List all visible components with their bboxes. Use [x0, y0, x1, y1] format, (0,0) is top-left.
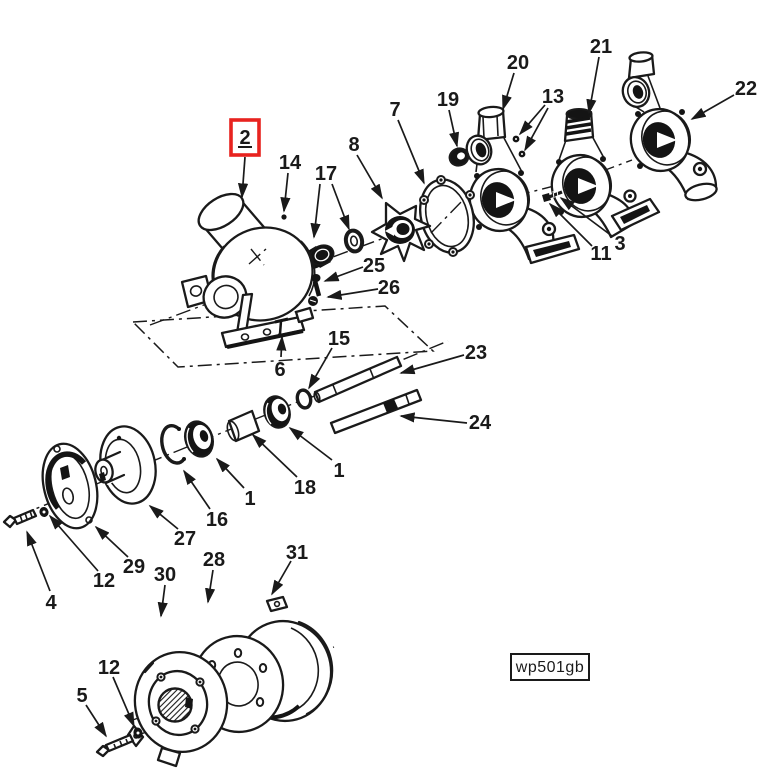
leader-arrow-8 — [356, 154, 383, 200]
leader-arrow-29 — [94, 525, 129, 558]
part-14-bolt — [281, 214, 287, 220]
leader-arrow-7 — [397, 119, 425, 185]
part-3-11-screw-washer — [542, 189, 563, 202]
callout-label-13: 13 — [542, 86, 564, 108]
leader-arrow-3 — [559, 196, 613, 237]
callout-label-2: 2 — [239, 127, 250, 149]
callout-label-6: 6 — [274, 359, 285, 381]
callout-label-14: 14 — [279, 152, 302, 174]
callout-label-27: 27 — [174, 528, 196, 550]
callout-label-4: 4 — [45, 592, 57, 614]
leader-arrow-25 — [323, 266, 364, 282]
leader-arrow-13 — [518, 104, 546, 136]
callout-label-22: 22 — [735, 78, 757, 100]
leader-arrow-5 — [85, 704, 107, 738]
figure-code-box: wp501gb — [510, 653, 590, 681]
leader-arrow-1b — [215, 457, 245, 489]
callout-label-25: 25 — [363, 255, 385, 277]
leader-arrow-14 — [280, 172, 291, 213]
part-1-bearing-right — [263, 395, 291, 429]
leader-arrow-27 — [148, 504, 179, 530]
callout-label-24: 24 — [469, 412, 492, 434]
leader-arrow-13-1 — [524, 107, 549, 152]
leader-arrow-30 — [157, 584, 168, 618]
callout-label-12b: 12 — [98, 657, 120, 679]
leader-arrow-21 — [586, 56, 600, 115]
leader-arrow-15 — [308, 347, 333, 390]
part-2-pump-housing — [180, 192, 316, 349]
part-7-gasket — [419, 175, 475, 257]
callout-label-8: 8 — [348, 134, 359, 156]
part-8-impeller — [370, 201, 432, 263]
callout-label-23: 23 — [465, 342, 487, 364]
part-12-washer-lower — [133, 727, 143, 739]
callout-label-17: 17 — [315, 163, 337, 185]
callout-label-31: 31 — [286, 542, 308, 564]
callout-label-7: 7 — [389, 99, 400, 121]
callout-label-1b: 1 — [244, 488, 255, 510]
part-13-bolts — [512, 135, 526, 158]
part-20-cover-elbow — [465, 105, 581, 265]
callout-label-28: 28 — [203, 549, 225, 571]
leader-arrow-12a — [48, 514, 99, 572]
callout-label-18: 18 — [294, 477, 316, 499]
callout-label-19: 19 — [437, 89, 459, 111]
figure-code-border — [510, 653, 590, 681]
leader-arrow-24 — [399, 412, 468, 424]
part-23-shaft — [313, 355, 403, 404]
part-16-snap-ring — [160, 424, 186, 465]
leader-arrow-16 — [183, 469, 211, 510]
leader-arrow-4 — [26, 530, 51, 592]
callout-label-1a: 1 — [333, 460, 344, 482]
callout-label-30: 30 — [154, 564, 176, 586]
part-22-outlet-elbow — [621, 51, 718, 202]
callout-label-3: 3 — [614, 233, 625, 255]
part-29-seal-plate — [41, 442, 99, 530]
part-21-cover-elbow — [550, 108, 661, 239]
leader-arrow-28 — [205, 569, 216, 604]
part-19-nut — [448, 147, 470, 167]
leader-arrow-18 — [251, 433, 298, 478]
highlight-box — [229, 118, 261, 157]
part-25-stud — [311, 274, 322, 297]
callout-label-21: 21 — [590, 36, 612, 58]
part-18-spacer — [226, 409, 261, 443]
callout-label-5: 5 — [76, 685, 87, 707]
leader-arrow-19 — [448, 109, 460, 148]
leader-arrow-26 — [326, 288, 379, 300]
leader-arrow-2 — [237, 156, 249, 199]
part-5-bolt — [95, 733, 135, 758]
figure-code-text: wp501gb — [515, 659, 584, 676]
part-24-shaft — [329, 388, 423, 435]
leader-arrow-20 — [502, 72, 515, 111]
leader-arrow-1a — [288, 426, 333, 461]
part-12-washer-upper — [39, 507, 49, 517]
part-15-washer — [295, 388, 313, 410]
leader-arrow-11 — [548, 202, 593, 247]
callout-label-15: 15 — [328, 328, 350, 350]
callout-label-11: 11 — [590, 243, 611, 265]
leader-arrow-17-1 — [331, 183, 350, 231]
leader-arrow-17 — [310, 183, 321, 239]
leader-arrow-31 — [271, 560, 292, 596]
part-4-bolt — [2, 508, 38, 529]
leader-arrow-6 — [276, 335, 287, 358]
part-30-hub-flange — [126, 650, 229, 768]
callout-label-29: 29 — [123, 556, 145, 578]
part-26-nut — [308, 296, 318, 306]
callout-label-20: 20 — [507, 52, 529, 74]
part-27-hub-flange — [94, 425, 157, 505]
leader-arrow-22 — [690, 94, 735, 120]
leader-arrow-23 — [399, 354, 465, 375]
callout-label-12a: 12 — [93, 570, 115, 592]
part-17-seal-ring — [343, 228, 365, 254]
part-1-bearing-left — [184, 420, 214, 458]
callout-label-16: 16 — [206, 509, 228, 531]
leader-arrow-12b — [112, 676, 135, 728]
callout-label-26: 26 — [378, 277, 400, 299]
